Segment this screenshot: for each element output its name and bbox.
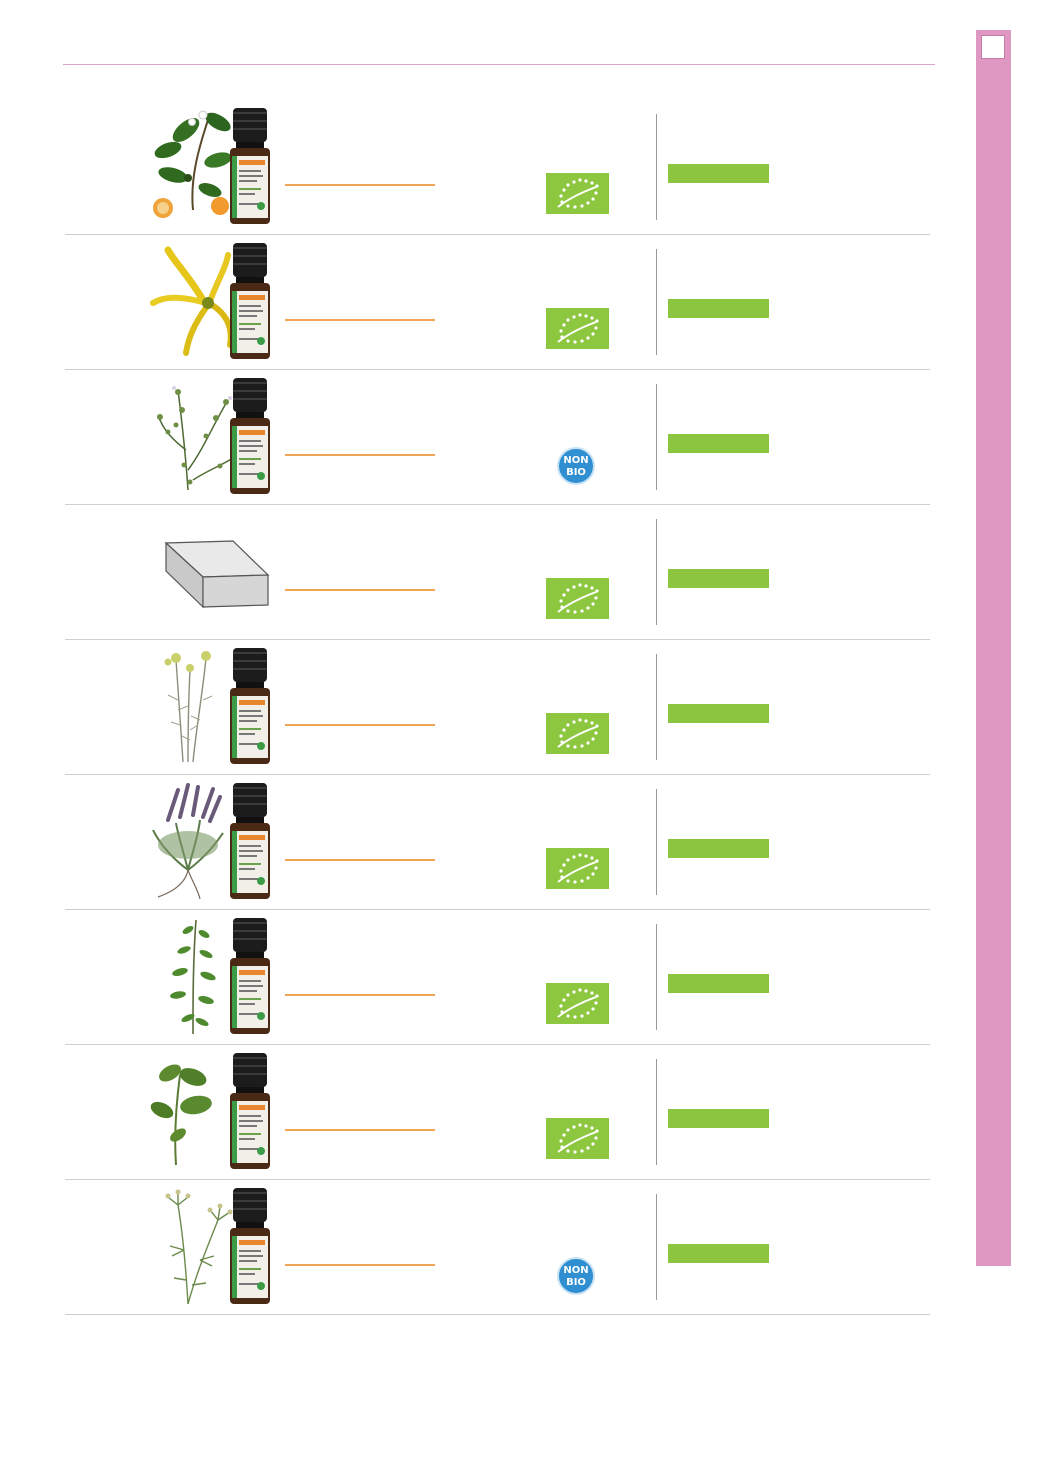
green-label-bar — [668, 299, 769, 318]
name-underline — [285, 724, 435, 726]
essential-oil-bottle-icon — [228, 243, 272, 361]
name-underline — [285, 454, 435, 456]
savory-sprig-icon — [148, 910, 278, 1036]
basil-leaf-icon — [148, 1045, 278, 1171]
product-row — [63, 505, 930, 640]
product-row — [63, 640, 930, 775]
eu-organic-leaf-icon — [546, 578, 609, 619]
side-tab — [976, 30, 1011, 1266]
eu-organic-leaf-icon — [546, 308, 609, 349]
eu-organic-leaf-icon — [546, 173, 609, 214]
green-label-bar — [668, 434, 769, 453]
eu-organic-leaf-icon — [546, 713, 609, 754]
name-underline — [285, 1129, 435, 1131]
eu-organic-leaf-icon — [546, 983, 609, 1024]
row-divider — [65, 1179, 930, 1180]
non-bio-text-line2: BIO — [566, 467, 586, 478]
product-row — [63, 910, 930, 1045]
grey-box-placeholder-icon — [148, 505, 278, 631]
green-label-bar — [668, 1244, 769, 1263]
green-label-bar — [668, 974, 769, 993]
essential-oil-bottle-icon — [228, 1053, 272, 1171]
name-underline — [285, 184, 435, 186]
non-bio-text-line1: NON — [563, 1265, 589, 1276]
column-separator — [656, 1194, 657, 1300]
row-divider — [65, 909, 930, 910]
product-row — [63, 100, 930, 235]
row-divider — [65, 369, 930, 370]
name-underline — [285, 589, 435, 591]
name-underline — [285, 859, 435, 861]
row-divider — [65, 234, 930, 235]
bitter-orange-sprig-icon — [148, 100, 278, 226]
product-row: NON BIO — [63, 1180, 930, 1315]
column-separator — [656, 654, 657, 760]
row-divider — [65, 639, 930, 640]
essential-oil-bottle-icon — [228, 378, 272, 496]
column-separator — [656, 519, 657, 625]
essential-oil-bottle-icon — [228, 1188, 272, 1306]
top-divider — [63, 64, 935, 65]
essential-oil-bottle-icon — [228, 648, 272, 766]
column-separator — [656, 114, 657, 220]
non-bio-text-line2: BIO — [566, 1277, 586, 1288]
green-label-bar — [668, 569, 769, 588]
name-underline — [285, 994, 435, 996]
name-underline — [285, 319, 435, 321]
spike-lavender-plant-icon — [148, 775, 278, 901]
non-bio-badge: NON BIO — [557, 1257, 595, 1295]
essential-oil-bottle-icon — [228, 918, 272, 1036]
row-divider — [65, 1314, 930, 1315]
product-row — [63, 235, 930, 370]
side-tab-checkbox[interactable] — [981, 35, 1005, 59]
product-row: NON BIO — [63, 370, 930, 505]
green-label-bar — [668, 1109, 769, 1128]
fennel-plant-icon — [148, 1180, 278, 1306]
column-separator — [656, 924, 657, 1030]
green-label-bar — [668, 164, 769, 183]
eu-organic-leaf-icon — [546, 1118, 609, 1159]
green-label-bar — [668, 704, 769, 723]
non-bio-badge: NON BIO — [557, 447, 595, 485]
row-divider — [65, 774, 930, 775]
essential-oil-bottle-icon — [228, 783, 272, 901]
yarrow-plant-icon — [148, 640, 278, 766]
ylang-ylang-flower-icon — [148, 235, 278, 361]
column-separator — [656, 384, 657, 490]
column-separator — [656, 1059, 657, 1165]
column-separator — [656, 249, 657, 355]
non-bio-text-line1: NON — [563, 455, 589, 466]
row-divider — [65, 504, 930, 505]
green-label-bar — [668, 839, 769, 858]
product-row — [63, 775, 930, 910]
product-row — [63, 1045, 930, 1180]
row-divider — [65, 1044, 930, 1045]
eu-organic-leaf-icon — [546, 848, 609, 889]
essential-oil-bottle-icon — [228, 108, 272, 226]
column-separator — [656, 789, 657, 895]
name-underline — [285, 1264, 435, 1266]
